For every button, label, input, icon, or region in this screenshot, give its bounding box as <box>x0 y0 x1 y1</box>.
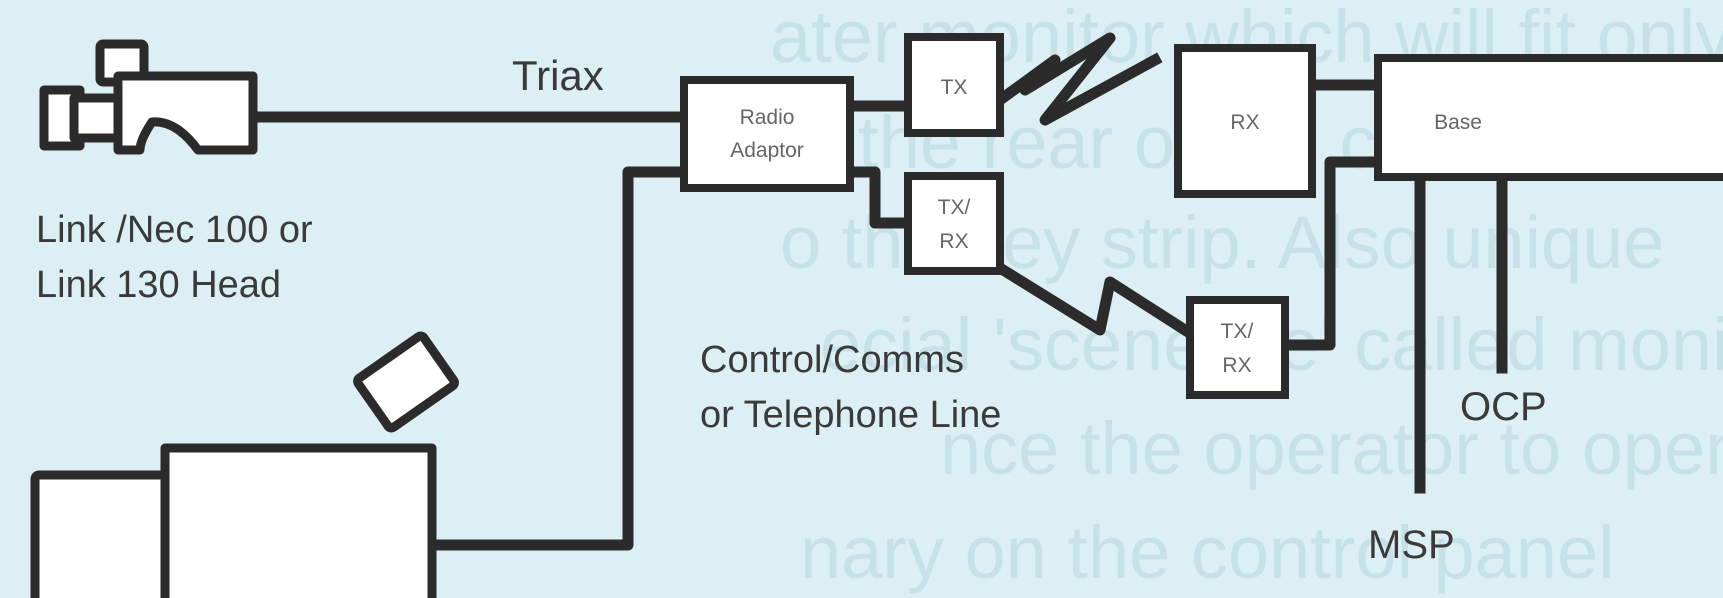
triax-label: Triax <box>512 52 604 99</box>
adaptor-to-txrx-link <box>844 166 916 229</box>
radio-adaptor-label-line2: Adaptor <box>730 139 804 162</box>
cable-wiring <box>254 79 1508 551</box>
tx-box-label: TX <box>941 76 968 99</box>
rx-box: RX <box>1174 44 1316 198</box>
radio-adaptor-box: Radio Adaptor <box>680 76 854 192</box>
ocp-label: OCP <box>1460 385 1547 429</box>
radio-adaptor-label-line1: Radio <box>740 106 795 129</box>
txrx-to-base-link <box>1279 156 1384 351</box>
txrx-left-label-line2: RX <box>939 230 968 253</box>
txrx-right-label-line1: TX/ <box>1221 320 1254 343</box>
camera-body <box>30 331 459 598</box>
base-station-label: Base <box>1434 111 1482 134</box>
camera-head <box>39 39 258 155</box>
txrx-radio-link <box>992 260 1193 338</box>
base-station-box: Base <box>1374 54 1723 181</box>
tx-rx-radio-link <box>992 32 1163 126</box>
control-line-label-line1: Control/Comms <box>700 339 964 381</box>
rx-box-label: RX <box>1230 111 1259 134</box>
tx-box: TX <box>904 33 1004 137</box>
txrx-box-left: TX/ RX <box>904 172 1004 275</box>
control-line-label-line2: or Telephone Line <box>700 394 1001 436</box>
msp-label: MSP <box>1368 523 1455 567</box>
txrx-right-label-line2: RX <box>1222 354 1251 377</box>
svg-text:nce the operator to open: nce the operator to open <box>940 407 1723 490</box>
svg-text:nary on the control panel: nary on the control panel <box>800 511 1615 594</box>
txrx-left-label-line1: TX/ <box>938 196 971 219</box>
camera-head-label-line1: Link /Nec 100 or <box>36 209 313 251</box>
txrx-box-right: TX/ RX <box>1186 296 1289 399</box>
camera-head-label-line2: Link 130 Head <box>36 264 281 306</box>
